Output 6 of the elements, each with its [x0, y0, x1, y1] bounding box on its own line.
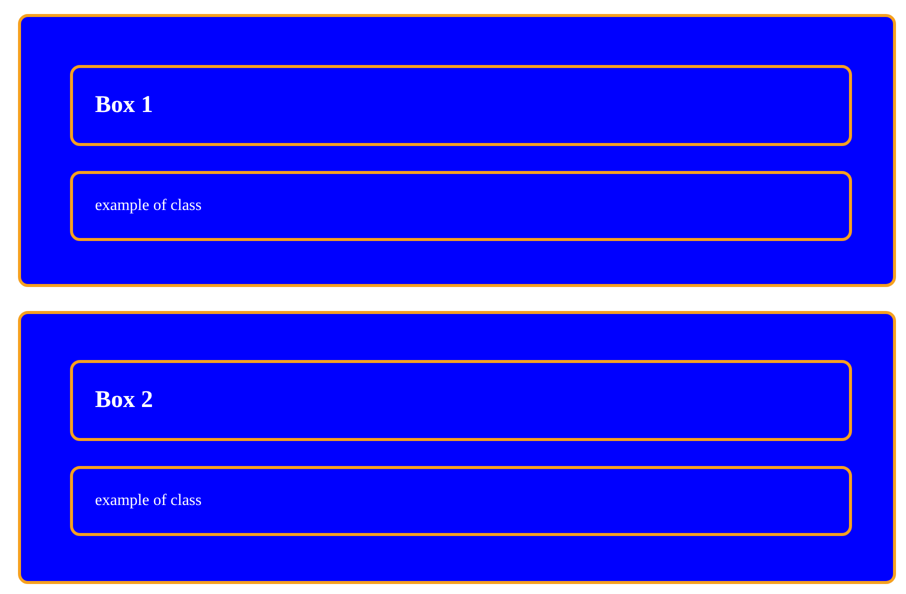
card-panel — [18, 14, 896, 287]
heading-box: Box 2 — [70, 360, 852, 441]
content-box: example of class — [70, 466, 852, 536]
content-box: example of class — [70, 171, 852, 241]
card-panel — [18, 311, 896, 584]
heading-box: Box 1 — [70, 65, 852, 146]
